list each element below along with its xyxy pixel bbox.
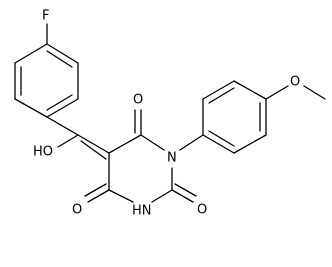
imide-nh-label: HN [132, 204, 152, 219]
aryl-to-alkene-bond [46, 116, 79, 136]
n-aryl-bond [179, 134, 204, 151]
ketone-oxygen-right-label: O [197, 203, 207, 218]
ketone-oxygen-left-label: O [72, 203, 82, 218]
c-oh-bond [57, 134, 79, 148]
ketone-bond-left [84, 183, 110, 203]
alkene-double-bond [77, 134, 110, 160]
aryl-o-bond [265, 85, 289, 100]
ketone-oxygen-upper-label: O [133, 93, 143, 108]
fluorophenyl-ring [14, 43, 79, 118]
methoxy-oxygen-label: O [290, 75, 300, 90]
ketone-bond-right [171, 183, 197, 203]
o-methyl-bond [303, 85, 326, 100]
pyrimidinetrione-ring [108, 134, 173, 203]
hydroxyl-label: HO [33, 145, 53, 160]
methoxyphenyl-ring [202, 80, 267, 154]
ketone-bond-upper [134, 109, 142, 136]
fluorine-label: F [42, 9, 49, 24]
ring-nitrogen-label: N [167, 151, 177, 166]
